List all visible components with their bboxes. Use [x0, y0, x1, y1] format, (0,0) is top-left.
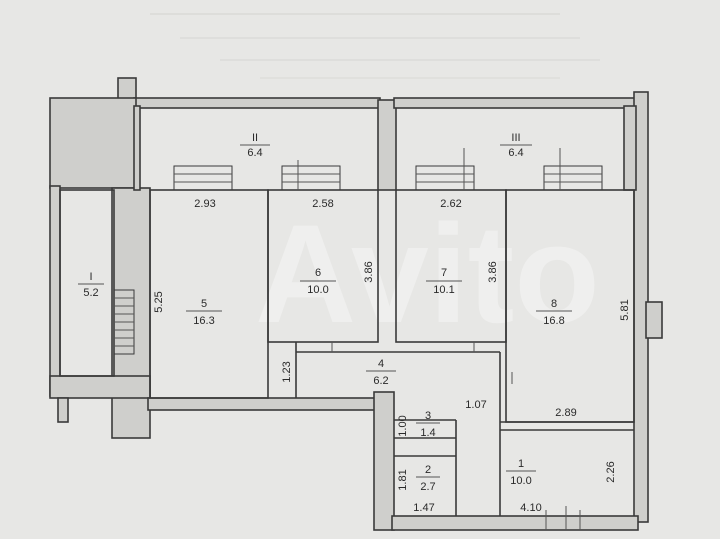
- room-4-area: 6.2: [373, 375, 388, 387]
- room-8-number: 8: [551, 298, 557, 310]
- room-6-number: 6: [315, 267, 321, 279]
- window-right-1: [415, 148, 475, 191]
- dim-1-00: 1.00: [397, 415, 409, 436]
- stairs: [113, 289, 135, 355]
- dim-1-07: 1.07: [465, 399, 486, 411]
- area-fraction-lines: [78, 144, 572, 478]
- room-8-area: 16.8: [543, 315, 564, 327]
- room-3-number: 3: [425, 410, 431, 422]
- dim-2-89: 2.89: [555, 407, 576, 419]
- room-III-area: 6.4: [508, 147, 523, 159]
- dim-5-25: 5.25: [153, 291, 165, 312]
- room-I-number: I: [89, 271, 92, 283]
- dim-2-62: 2.62: [440, 198, 461, 210]
- room-II-number: II: [252, 132, 258, 144]
- dim-1-47: 1.47: [413, 502, 434, 514]
- room-3-area: 1.4: [420, 427, 435, 439]
- room-6-area: 10.0: [307, 284, 328, 296]
- interior-walls: [59, 189, 635, 530]
- room-7-area: 10.1: [433, 284, 454, 296]
- window-left-1: [173, 165, 233, 191]
- watermark-text: Avito: [255, 195, 600, 352]
- dim-1-23: 1.23: [281, 361, 293, 382]
- room-1-number: 1: [518, 458, 524, 470]
- room-I-area: 5.2: [83, 287, 98, 299]
- room-III-number: III: [511, 132, 520, 144]
- dim-2-93: 2.93: [194, 198, 215, 210]
- room-II-area: 6.4: [247, 147, 262, 159]
- structural-walls: [49, 77, 663, 531]
- room-4-number: 4: [378, 358, 384, 370]
- dim-4-10: 4.10: [520, 502, 541, 514]
- background-form-lines: [150, 13, 600, 79]
- dim-3-86-a: 3.86: [363, 261, 375, 282]
- room-5-number: 5: [201, 298, 207, 310]
- windows: [173, 148, 603, 191]
- dim-3-86-b: 3.86: [487, 261, 499, 282]
- dim-2-26: 2.26: [605, 461, 617, 482]
- room-labels: I 5.2 II 6.4 III 6.4 5 16.3 6 10.0 7 10.…: [83, 132, 564, 493]
- dim-1-81: 1.81: [397, 469, 409, 490]
- room-2-number: 2: [425, 464, 431, 476]
- room-7-number: 7: [441, 267, 447, 279]
- dim-2-58: 2.58: [312, 198, 333, 210]
- dim-5-81: 5.81: [619, 299, 631, 320]
- dimension-labels: 2.93 2.58 2.62 5.25 3.86 3.86 5.81 1.23 …: [153, 198, 631, 514]
- room-5-area: 16.3: [193, 315, 214, 327]
- room-1-area: 10.0: [510, 475, 531, 487]
- window-left-2: [281, 160, 341, 191]
- room-2-area: 2.7: [420, 481, 435, 493]
- window-right-2: [543, 148, 603, 191]
